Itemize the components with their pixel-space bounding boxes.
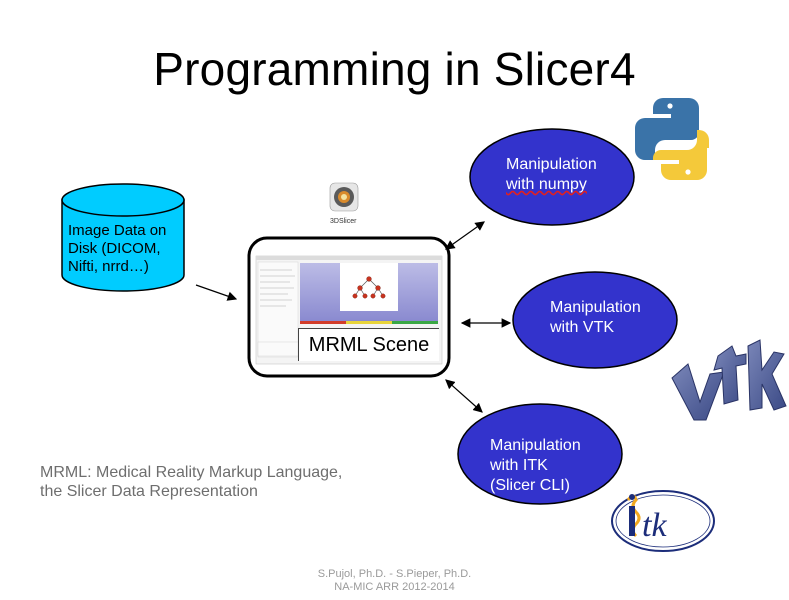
numpy-node-label: Manipulation with numpy (506, 156, 597, 193)
arrow-scene-itk (445, 379, 483, 413)
itk-node-label: Manipulation with ITK (Slicer CLI) (490, 437, 581, 494)
slide-footer: S.Pujol, Ph.D. - S.Pieper, Ph.D. NA-MIC … (317, 568, 472, 593)
slide-title: Programming in Slicer4 (153, 43, 636, 95)
python-logo (635, 98, 709, 180)
arrow-scene-numpy (445, 221, 485, 250)
mrml-definition-caption: MRML: Medical Reality Markup Language, t… (40, 464, 343, 500)
arrow-data-to-scene (195, 284, 238, 301)
itk-logo-mark: tk (642, 507, 667, 544)
itk-logo: tk (611, 490, 715, 552)
slicer-logo-text: 3DSlicer (330, 218, 357, 225)
node-numpy (469, 128, 635, 226)
slicer-logo-icon (329, 182, 359, 212)
vtk-logo (671, 339, 787, 421)
image-data-label: Image Data on Disk (DICOM, Nifti, nrrd…) (68, 222, 167, 275)
mrml-scene-label: MRML Scene (298, 328, 439, 361)
node-itk (457, 403, 623, 505)
node-vtk (512, 271, 678, 369)
vtk-node-label: Manipulation with VTK (550, 299, 641, 336)
image-data-cylinder (61, 183, 185, 292)
